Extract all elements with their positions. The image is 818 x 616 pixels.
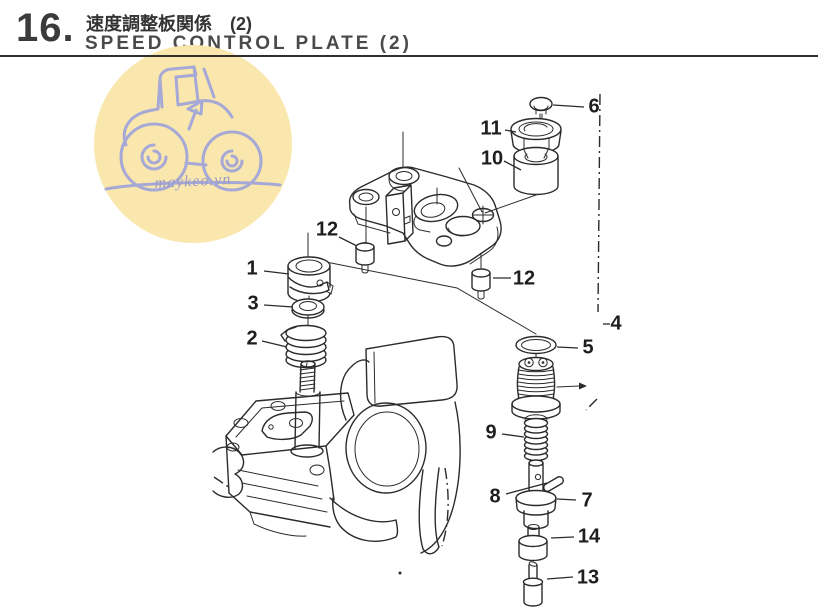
pointer-arrow-icon [579,382,587,390]
page-title-japanese: 速度調整板関係 (2) [86,14,252,34]
watermark-circle: maykeo.vn [94,45,292,243]
header-rule [0,55,818,57]
part-13-pivot-pin [522,561,544,607]
part-4-adjuster-assembly [511,356,587,424]
alignment-lines [307,93,601,411]
assembly-axis-line-4 [585,93,601,411]
speed-control-plate [348,166,502,267]
part-12-damper-right [471,268,491,300]
governor-housing [212,335,461,575]
leader-lines [261,104,610,580]
section-number: 16. [16,6,75,50]
part-2-coil-spring [280,324,327,369]
part-9-coil-spring [523,417,549,462]
part-7-shaft-with-flange [515,459,557,530]
part-1-cam-collar [287,256,334,303]
part-3-bushing [291,295,325,327]
part-6-cap-nut [529,96,553,127]
part-10-slotted-bushing [513,146,559,196]
part-8-pin [543,476,564,492]
tractor-watermark-icon [104,65,282,192]
part-5-o-ring [515,335,557,359]
tractor-outline [104,65,282,192]
part-12-damper-left [355,242,375,274]
part-14-roller [518,524,548,562]
